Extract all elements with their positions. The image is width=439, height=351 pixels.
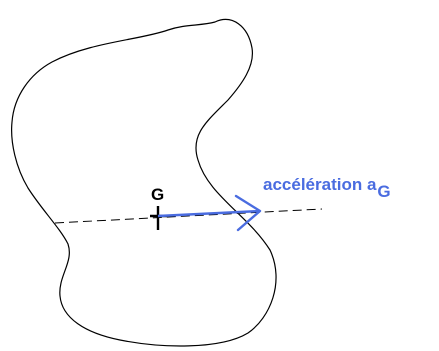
point-g-label: G	[151, 185, 164, 204]
body-outline	[11, 18, 277, 347]
acceleration-label: accélération aG	[263, 175, 391, 201]
acceleration-label-main: accélération a	[263, 175, 377, 194]
acceleration-label-subscript: G	[377, 182, 390, 201]
point-g-marker	[150, 206, 168, 230]
axis-dashed-line	[54, 208, 323, 224]
acceleration-vector	[157, 194, 262, 232]
